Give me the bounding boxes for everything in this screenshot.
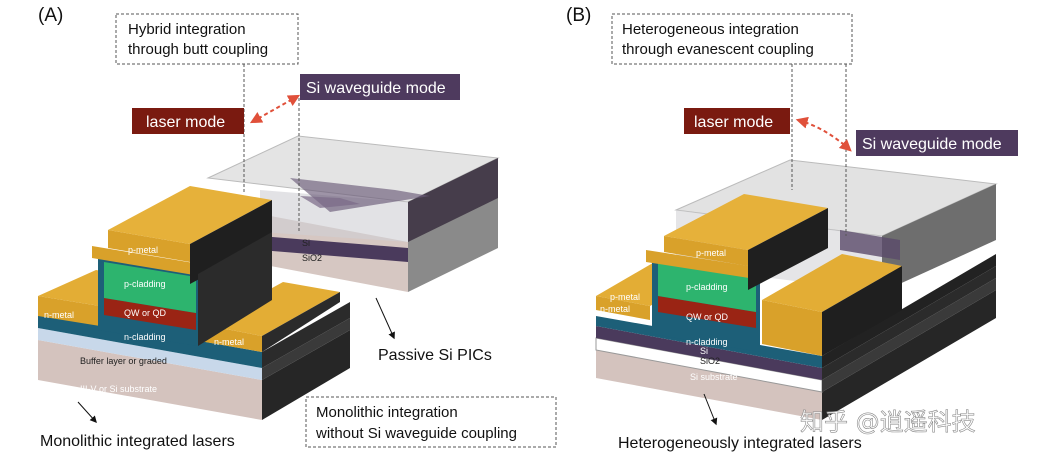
panel-b-pmetal-left: p-metal [610,292,640,302]
panel-a-callout-line1: Hybrid integration [128,21,246,38]
panel-b-laser-mode-text: laser mode [694,114,773,131]
panel-b-callout-line2: through evanescent coupling [622,41,814,58]
panel-b-letter: (B) [566,5,591,26]
panel-a-passive-si-block [206,135,500,292]
panel-a-monolithic-label: Monolithic integrated lasers [40,433,235,450]
panel-b-callout-box [611,13,853,65]
panel-a-sio2-label: SiO2 [302,253,322,263]
panel-a-nmetal-left: n-metal [44,310,74,320]
panel-a-laser-stack [38,186,350,420]
panel-b-si: Si [700,346,708,356]
panel-a-coupling-arrow [249,94,301,124]
panel-a-buffer: Buffer layer or graded [80,356,167,366]
panel-a-passive-arrow [375,297,395,340]
panel-b-device [595,159,998,420]
panel-a-pmetal-top: p-metal [128,245,158,255]
panel-a-passive-label: Passive Si PICs [378,347,492,364]
panel-a-si-mode-badge [300,74,460,100]
panel-a-si-label: Si [302,238,310,248]
panel-b-sio2: SiO2 [700,356,720,366]
panel-b-pcladding: p-cladding [686,282,728,292]
panel-a-bottom-callout-box [305,396,557,448]
panel-b-substrate: Si substrate [690,372,738,382]
panel-b-nmetal: n-metal [600,304,630,314]
panel-b-ncladding: n-cladding [686,337,728,347]
panel-b-bottom-arrow [703,393,718,426]
panel-b-si-mode-badge [856,130,1018,156]
panel-a-callout-box [115,13,299,65]
panel-a-laser-mode-badge [132,108,244,134]
panel-a-laser-mode-text: laser mode [146,114,225,131]
panel-a: (A) Hybrid integration through butt coup… [38,5,557,450]
panel-b-bottom-label: Heterogeneously integrated lasers [618,435,862,452]
panel-a-callout-line2: through butt coupling [128,41,268,58]
panel-a-active: QW or QD [124,308,166,318]
panel-b-coupling-arrow [795,116,852,152]
panel-b-si-mode-text: Si waveguide mode [862,136,1002,153]
panel-b: (B) Heterogeneous integration through ev… [566,5,1018,452]
panel-a-pcladding: p-cladding [124,279,166,289]
panel-b-laser-mode-badge [684,108,790,134]
panel-a-monolithic-arrow [77,401,97,424]
panel-a-nmetal-right: n-metal [214,337,244,347]
panel-a-bottom-callout-line1: Monolithic integration [316,404,458,421]
panel-a-bottom-callout-line2: without Si waveguide coupling [315,425,517,442]
panel-a-ncladding: n-cladding [124,332,166,342]
watermark-text: 知乎 @逍遥科技 [800,408,976,436]
panel-a-substrate: III-V or Si substrate [80,384,157,394]
panel-b-pmetal-top: p-metal [696,248,726,258]
panel-b-callout-line1: Heterogeneous integration [622,21,799,38]
panel-a-si-mode-text: Si waveguide mode [306,80,446,97]
panel-b-active: QW or QD [686,312,728,322]
panel-a-letter: (A) [38,5,63,26]
